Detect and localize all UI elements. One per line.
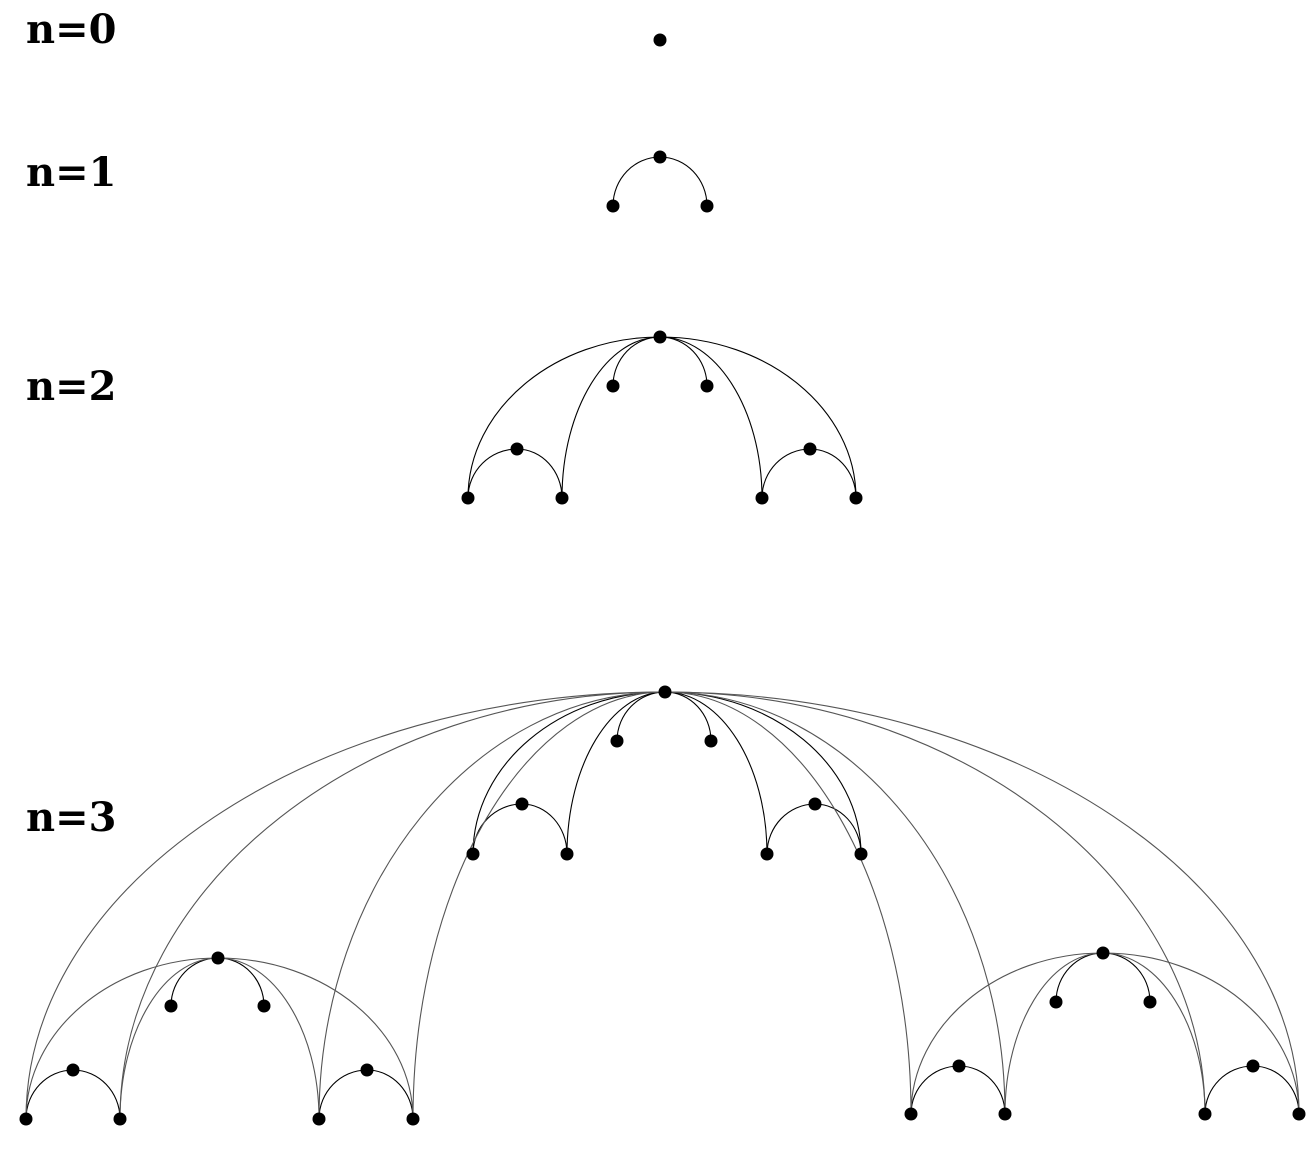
n3-root-long-edge — [25, 691, 666, 1120]
n3-node — [312, 1112, 326, 1126]
label-n1: n=1 — [26, 149, 117, 196]
n3-ll-center-edge-left — [170, 957, 219, 1007]
label-n3: n=3 — [26, 794, 117, 841]
n3-root-long-edge — [664, 691, 1206, 1115]
n3-lr-left-edge-left — [910, 1065, 960, 1115]
n3-node — [164, 999, 178, 1013]
n3-node — [952, 1059, 966, 1073]
n3-mid-edge — [664, 691, 862, 855]
label-n0: n=0 — [26, 6, 117, 53]
n3-node — [1143, 995, 1157, 1009]
n3-root-long-edge — [412, 691, 666, 1120]
n1-edge-right — [659, 156, 708, 207]
n3-root-long-edge — [318, 691, 666, 1120]
n3-lr-long-edge — [910, 952, 1104, 1115]
n3-lr-center-edge-right — [1102, 952, 1151, 1003]
n2-left-edge-right — [516, 448, 563, 499]
n2-long-edge — [659, 336, 857, 499]
n2-long-edge — [561, 336, 661, 499]
n2-node — [461, 491, 475, 505]
n3-node — [257, 999, 271, 1013]
n3-node — [760, 847, 774, 861]
n2-root-node — [653, 330, 667, 344]
n2-node — [755, 491, 769, 505]
n3-node — [1049, 995, 1063, 1009]
n3-root-long-edge — [119, 691, 666, 1120]
n3-node — [704, 734, 718, 748]
n3-ll-left-edge-right — [72, 1069, 121, 1120]
n3-root-node — [658, 685, 672, 699]
n3-root-long-edge — [664, 691, 1006, 1115]
n3-node — [113, 1112, 127, 1126]
n2-left-edge-left — [467, 448, 518, 499]
n3-node — [1246, 1059, 1260, 1073]
n2-node — [803, 442, 817, 456]
n3-node — [360, 1063, 374, 1077]
n3-mid-edge — [472, 691, 666, 855]
n3-center-edge-right — [664, 691, 712, 742]
n2-node — [700, 379, 714, 393]
n2-node — [849, 491, 863, 505]
n3-node — [406, 1112, 420, 1126]
edge-layer — [25, 156, 1300, 1120]
n3-node — [560, 847, 574, 861]
n1-leaf-node — [700, 199, 714, 213]
n3-node — [66, 1063, 80, 1077]
n3-ll-long-edge — [217, 957, 320, 1120]
n2-node — [555, 491, 569, 505]
n2-right-edge-left — [761, 448, 811, 499]
n2-center-edge-left — [612, 336, 661, 387]
n3-node — [1292, 1107, 1306, 1121]
n2-node — [606, 379, 620, 393]
n3-node — [515, 797, 529, 811]
n3-node — [854, 847, 868, 861]
n2-long-edge — [659, 336, 763, 499]
n3-ll-long-edge — [119, 957, 219, 1120]
n2-node — [510, 442, 524, 456]
n3-node — [466, 847, 480, 861]
n3-ll-long-edge — [25, 957, 219, 1120]
n3-mid-edge — [566, 691, 666, 855]
n3-ll-long-edge — [217, 957, 414, 1120]
n3-node — [1198, 1107, 1212, 1121]
n3-node — [610, 734, 624, 748]
n0-root-node — [653, 33, 667, 47]
label-n2: n=2 — [26, 363, 117, 410]
n3-lr-right-edge-left — [1204, 1065, 1254, 1115]
n3-node — [1096, 946, 1110, 960]
n3-root-long-edge — [664, 691, 1300, 1115]
n3-inner-left-edge-right — [521, 803, 568, 855]
n3-center-edge-left — [616, 691, 666, 742]
n3-root-long-edge — [664, 691, 912, 1115]
n3-inner-right-edge-left — [766, 803, 816, 855]
n2-long-edge — [467, 336, 661, 499]
n3-lr-center-edge-left — [1055, 952, 1104, 1003]
n3-mid-edge — [664, 691, 768, 855]
n3-lr-left-edge-right — [958, 1065, 1006, 1115]
n3-lr-long-edge — [1102, 952, 1206, 1115]
n3-node — [904, 1107, 918, 1121]
node-layer — [19, 33, 1306, 1126]
n2-center-edge-right — [659, 336, 708, 387]
n3-ll-right-edge-left — [318, 1069, 368, 1120]
n3-lr-long-edge — [1004, 952, 1104, 1115]
n1-edge-left — [612, 156, 661, 207]
n1-root-node — [653, 150, 667, 164]
n3-ll-center-edge-right — [217, 957, 265, 1007]
n3-node — [998, 1107, 1012, 1121]
n3-node — [211, 951, 225, 965]
n3-node — [808, 797, 822, 811]
n1-leaf-node — [606, 199, 620, 213]
n3-lr-long-edge — [1102, 952, 1300, 1115]
n3-node — [19, 1112, 33, 1126]
